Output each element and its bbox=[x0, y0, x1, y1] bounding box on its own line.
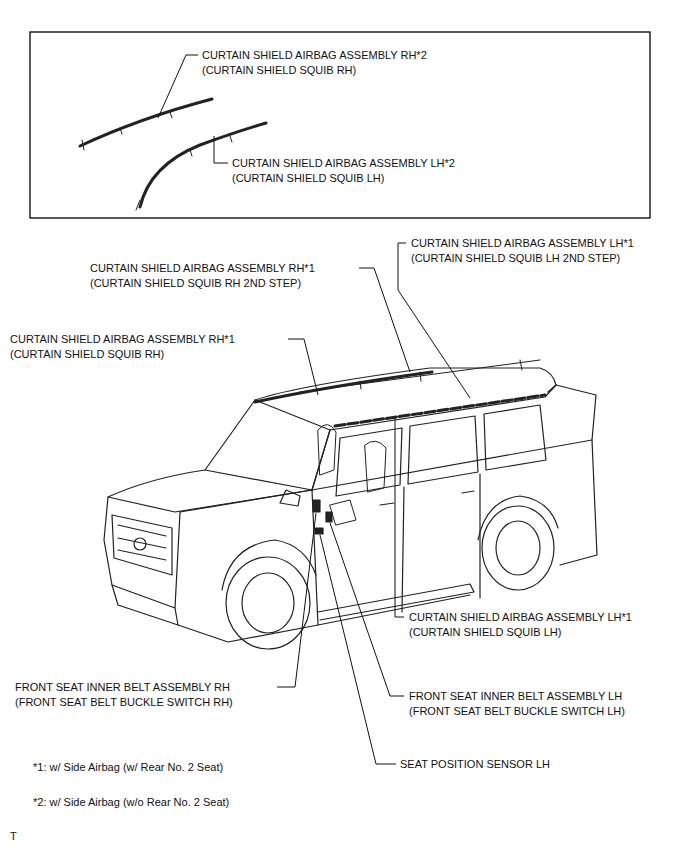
buckle-lh bbox=[326, 512, 332, 522]
part-label: FRONT SEAT INNER BELT ASSEMBLY RH bbox=[15, 680, 230, 694]
leader-lines bbox=[158, 55, 470, 764]
part-label: CURTAIN SHIELD AIRBAG ASSEMBLY LH*2 bbox=[232, 156, 455, 170]
part-sublabel: (CURTAIN SHIELD SQUIB RH) bbox=[10, 347, 164, 361]
airbag-lh bbox=[335, 395, 545, 426]
part-label: CURTAIN SHIELD AIRBAG ASSEMBLY RH*1 bbox=[10, 332, 235, 346]
part-label: SEAT POSITION SENSOR LH bbox=[400, 757, 550, 771]
footnote: *1: w/ Side Airbag (w/ Rear No. 2 Seat) bbox=[33, 760, 223, 774]
airbag-detail bbox=[136, 136, 232, 210]
inset-frame bbox=[30, 32, 650, 218]
footnote: *2: w/ Side Airbag (w/o Rear No. 2 Seat) bbox=[33, 795, 229, 809]
suv-body bbox=[104, 360, 597, 649]
part-label: FRONT SEAT INNER BELT ASSEMBLY LH bbox=[409, 689, 622, 703]
part-label: CURTAIN SHIELD AIRBAG ASSEMBLY LH*1 bbox=[409, 610, 632, 624]
part-sublabel: (CURTAIN SHIELD SQUIB LH 2ND STEP) bbox=[411, 251, 620, 265]
part-sublabel: (FRONT SEAT BELT BUCKLE SWITCH LH) bbox=[409, 704, 625, 718]
part-sublabel: (CURTAIN SHIELD SQUIB LH) bbox=[409, 625, 561, 639]
part-sublabel: (FRONT SEAT BELT BUCKLE SWITCH RH) bbox=[15, 695, 233, 709]
seat-sensor bbox=[315, 528, 323, 534]
buckle-rh bbox=[313, 500, 320, 512]
part-label: CURTAIN SHIELD AIRBAG ASSEMBLY RH*2 bbox=[202, 48, 427, 62]
airbag-rh-inset bbox=[80, 99, 212, 146]
figure-code: T bbox=[10, 829, 17, 843]
part-sublabel: (CURTAIN SHIELD SQUIB LH) bbox=[232, 171, 384, 185]
part-sublabel: (CURTAIN SHIELD SQUIB RH) bbox=[202, 63, 356, 77]
part-sublabel: (CURTAIN SHIELD SQUIB RH 2ND STEP) bbox=[90, 276, 301, 290]
part-label: CURTAIN SHIELD AIRBAG ASSEMBLY LH*1 bbox=[411, 236, 634, 250]
airbag-rh bbox=[255, 372, 432, 402]
part-label: CURTAIN SHIELD AIRBAG ASSEMBLY RH*1 bbox=[90, 261, 315, 275]
